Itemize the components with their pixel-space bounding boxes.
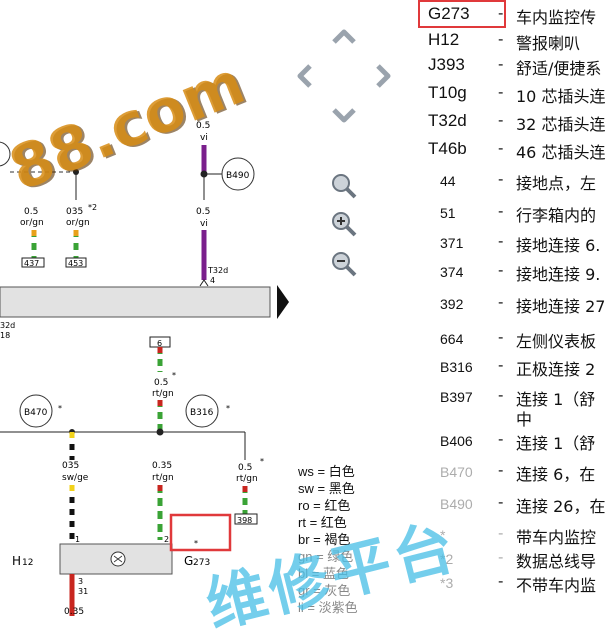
wire-size-label: 0.5: [154, 378, 168, 388]
legend-row: *-带车内监控: [440, 524, 597, 547]
wire-color-label: sw/ge: [62, 473, 89, 483]
connector-label: B490: [226, 171, 250, 181]
pin-label: 3: [78, 577, 83, 586]
legend-row: 392-接地连接 27: [440, 293, 606, 316]
wiring-diagram: 0.5 or/gn 437 035 *2 or/gn 453 0.5 vi B4…: [0, 121, 289, 616]
magnifier-icon[interactable]: [330, 172, 358, 200]
footnote-label: *: [58, 404, 62, 413]
legend-row: B316-正极连接 2: [440, 356, 596, 379]
terminal-398: [234, 513, 258, 525]
legend-row: *2-数据总线导: [440, 548, 597, 571]
junction-dot: [156, 428, 164, 436]
component-g273-sub: 273: [193, 558, 210, 568]
pin-label: 18: [0, 331, 10, 340]
legend-row-continued: 中: [516, 410, 533, 429]
control-unit-bar: [0, 286, 271, 318]
color-key-row: gr = 灰色: [298, 583, 351, 598]
connector-label: 32d: [0, 321, 15, 330]
component-legend: G273 - 车内监控传 H12-警报喇叭 J393-舒适/便捷系 T10g-1…: [420, 0, 610, 616]
wire-size-label: 0.5: [238, 463, 252, 473]
color-key-row: ro = 红色: [298, 498, 351, 513]
wire-color-label: rt/gn: [236, 474, 258, 484]
connector-label: B470: [24, 408, 48, 418]
wire-color-label: rt/gn: [152, 389, 174, 399]
wire-color-label: vi: [200, 133, 208, 143]
wire-size-label: 0.35: [152, 461, 172, 471]
connector-arrow: [199, 279, 209, 287]
legend-row: T32d-32 芯插头连: [428, 111, 606, 134]
pin-label: 31: [78, 587, 88, 596]
continue-arrow: [277, 285, 289, 319]
wire-size-label: 035: [62, 461, 79, 471]
color-key-row: li = 淡紫色: [298, 600, 358, 615]
legend-row-g273: G273 - 车内监控传: [428, 4, 597, 27]
color-key-row: gn = 绿色: [298, 549, 354, 564]
partial-connector-circle: [0, 141, 11, 167]
color-key-row: ws = 白色: [298, 464, 355, 479]
wire-size-label: 0.5: [196, 207, 210, 217]
legend-row: B397-连接 1（舒: [440, 386, 596, 409]
wire-size-label: 035: [66, 207, 83, 217]
pin-label: 4: [210, 276, 215, 285]
color-key-row: sw = 黑色: [298, 481, 355, 496]
footnote-label: *2: [88, 203, 97, 212]
legend-row: T10g-10 芯插头连: [428, 83, 606, 106]
pan-right-icon: [376, 64, 391, 88]
legend-row: T46b-46 芯插头连: [428, 139, 606, 162]
legend-row: J393-舒适/便捷系: [428, 55, 602, 78]
legend-row: B470-连接 6，在: [440, 461, 596, 484]
pan-up-icon: [332, 29, 356, 44]
terminal-437: [21, 257, 45, 268]
legend-row: 374-接地连接 9.: [440, 261, 601, 284]
color-key-row: bl = 蓝色: [298, 566, 349, 581]
component-h12-label: H: [12, 554, 21, 568]
legend-row: 371-接地连接 6.: [440, 232, 601, 255]
legend-row: B406-连接 1（舒: [440, 430, 596, 453]
zoom-out-icon[interactable]: [330, 250, 358, 278]
terminal-label: 398: [237, 516, 252, 525]
terminal-label: 453: [68, 259, 83, 268]
legend-row: 51-行李箱内的: [440, 202, 597, 225]
legend-row: B490-连接 26，在: [440, 493, 606, 516]
highlight-g273-diagram: [169, 513, 232, 552]
wire-size-label: 0.5: [196, 121, 210, 131]
connector-label: B316: [190, 408, 214, 418]
color-key-row: br = 褐色: [298, 532, 351, 547]
pan-down-icon: [332, 108, 356, 123]
sensor-symbol-mark: [113, 555, 123, 563]
color-key-row: rt = 红色: [298, 515, 347, 530]
pin-label: 2: [164, 535, 169, 544]
footnote-label: *: [226, 404, 230, 413]
wire-color-label: rt/gn: [152, 473, 174, 483]
connector-b490: [221, 157, 255, 191]
zoom-in-icon[interactable]: [330, 210, 358, 238]
wire-color-label: vi: [200, 219, 208, 229]
pin-label: 1: [75, 535, 80, 544]
connector-label: T32d: [207, 266, 228, 275]
terminal-453: [65, 257, 87, 268]
connector-b316: [185, 394, 219, 428]
legend-row: 44-接地点，左: [440, 170, 597, 193]
wire-size-label: 0.35: [64, 607, 84, 616]
pan-left-icon: [297, 64, 312, 88]
connector-b470: [19, 394, 53, 428]
terminal-label: 437: [24, 259, 39, 268]
component-g273-label: G: [184, 554, 193, 568]
wire-color-label: or/gn: [20, 218, 44, 228]
footnote-label: *: [260, 457, 264, 466]
legend-row: H12-警报喇叭: [428, 30, 581, 53]
pan-control[interactable]: [296, 24, 392, 128]
footnote-label: *: [172, 371, 176, 380]
legend-row: *3-不带车内监: [440, 572, 597, 595]
footnote-label: *: [194, 539, 198, 548]
wire-color-label: or/gn: [66, 218, 90, 228]
legend-row: 664-左侧仪表板: [440, 328, 597, 351]
terminal-label: 6: [157, 339, 162, 348]
highlight-g273-legend: [418, 0, 506, 28]
wire-size-label: 0.5: [24, 207, 38, 217]
component-h12-sub: 12: [22, 558, 33, 568]
